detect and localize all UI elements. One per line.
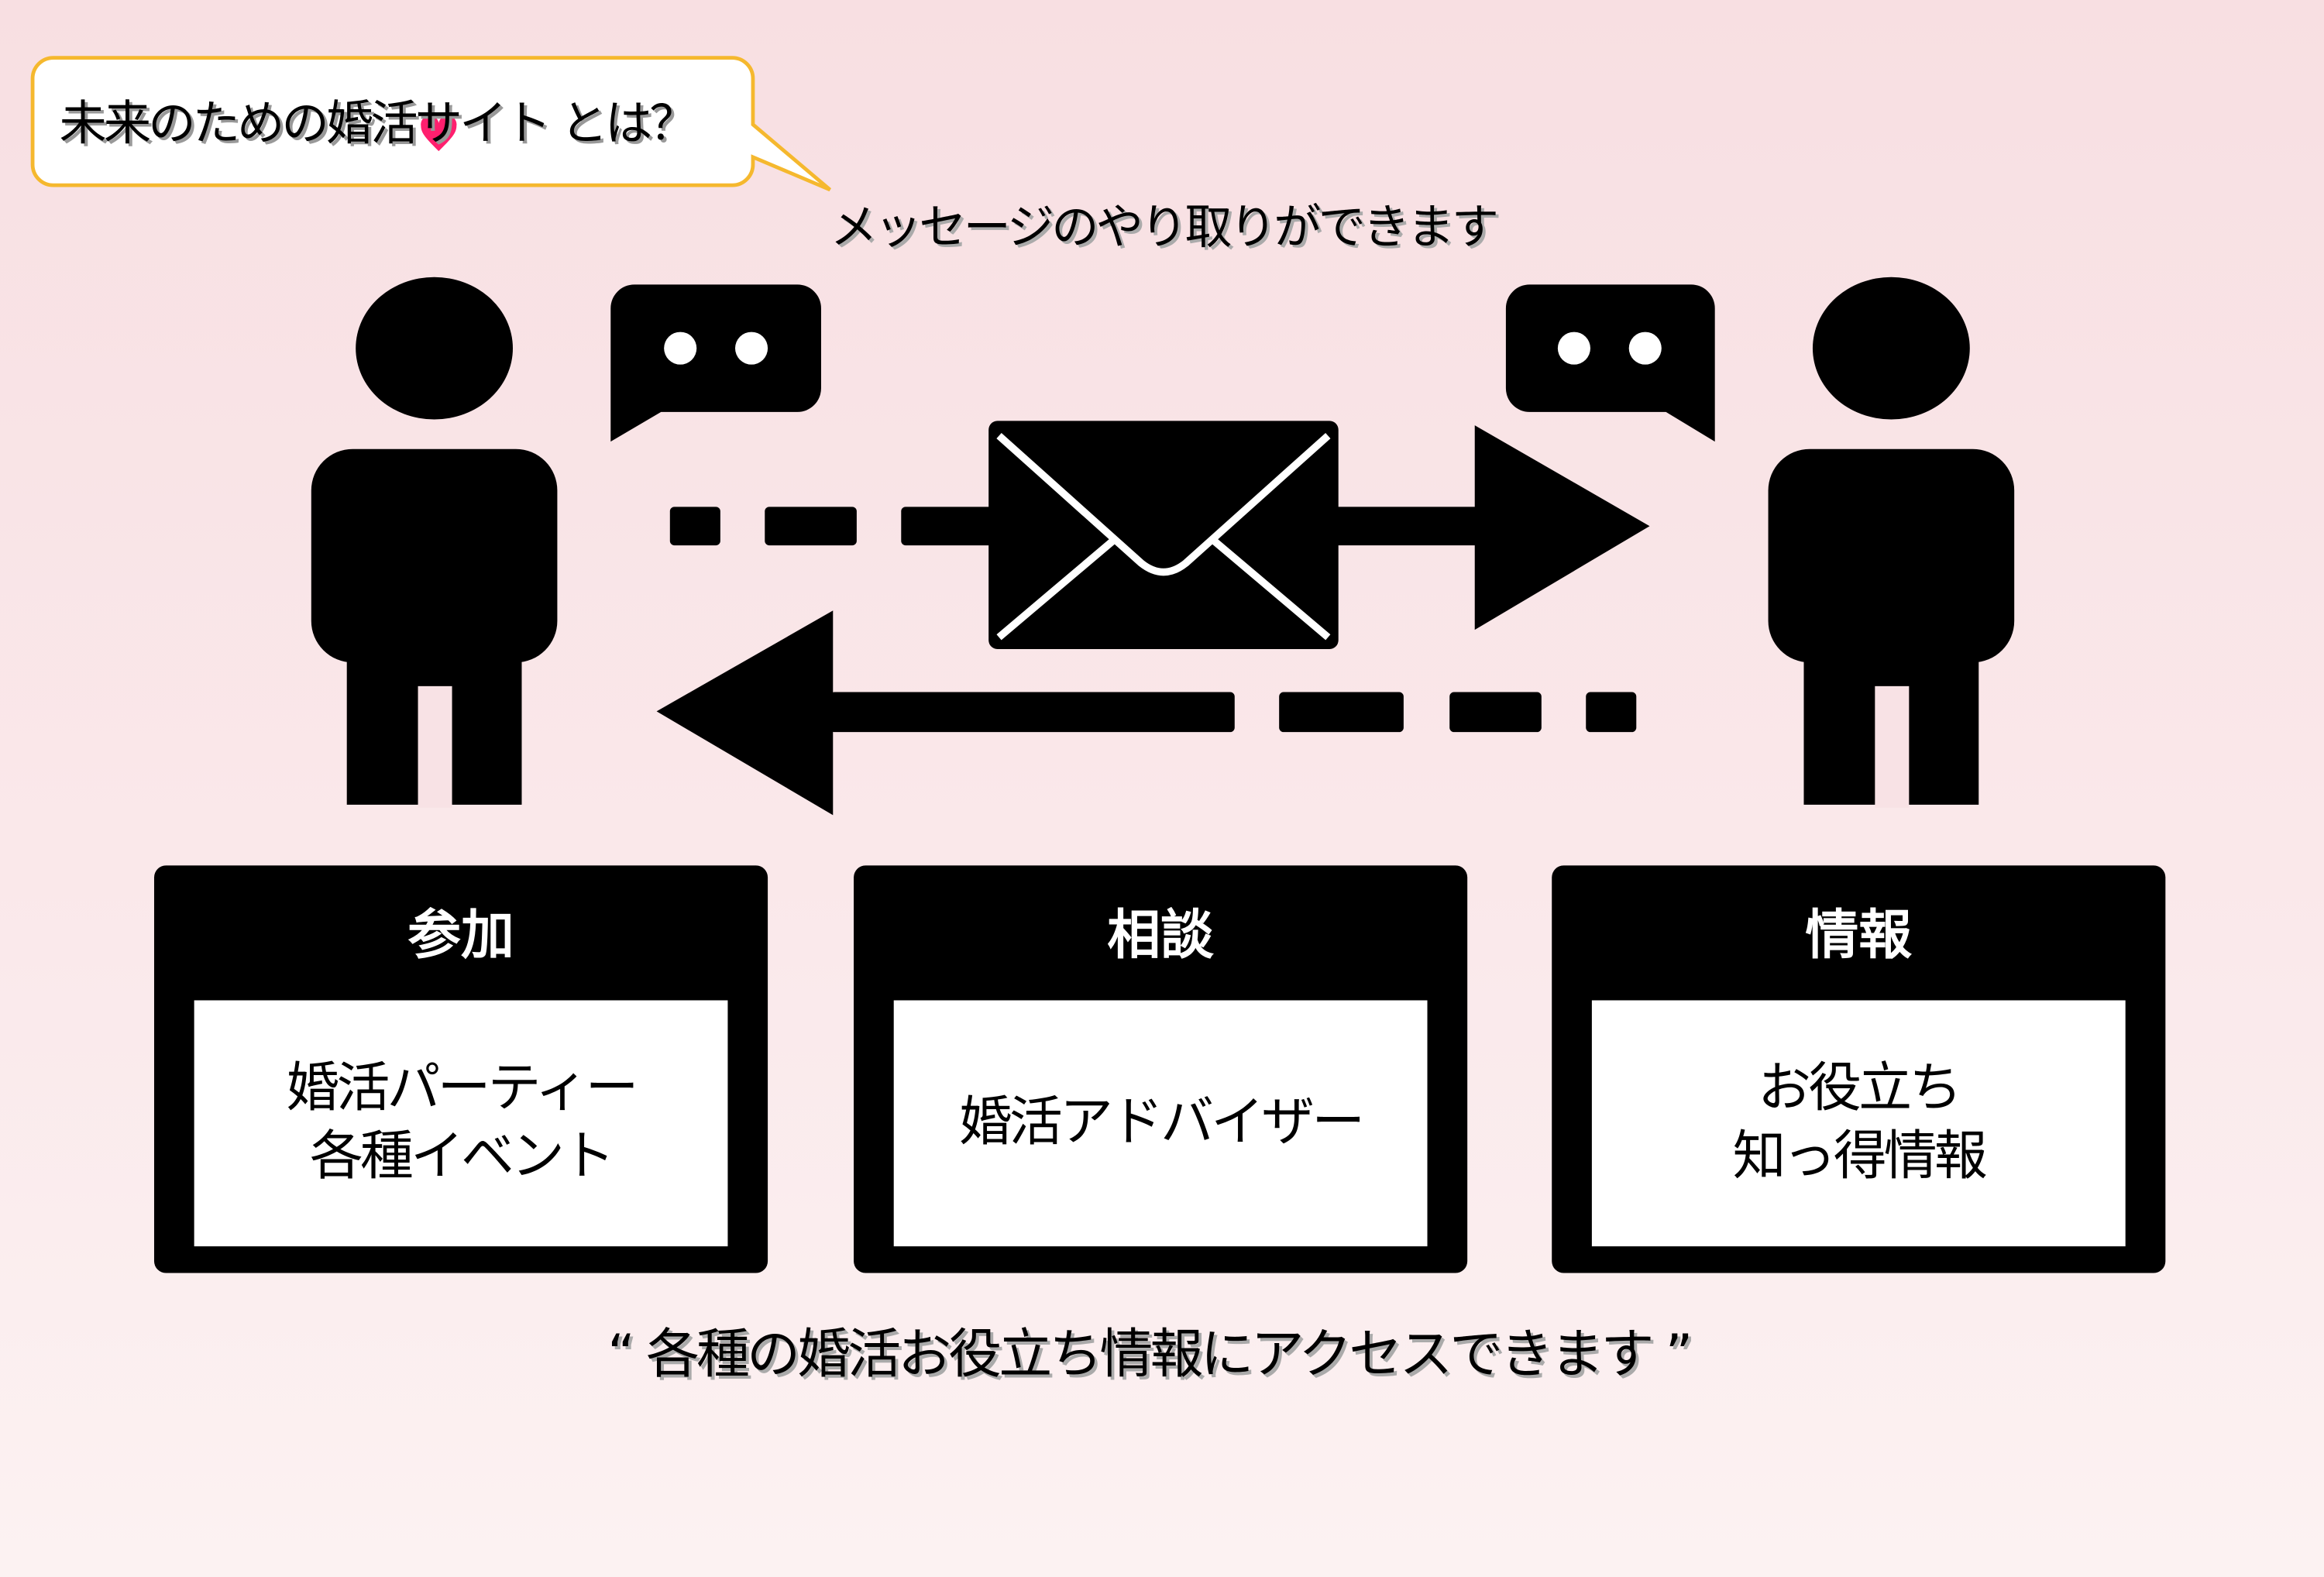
- card-information: 情報 お役立ち 知っ得情報: [1552, 865, 2166, 1273]
- card-line: 各種イベント: [309, 1126, 615, 1187]
- card-heading: 参加: [407, 905, 514, 967]
- card-line: お役立ち: [1758, 1058, 1962, 1119]
- card-line: 婚活アドバイザー: [958, 1092, 1365, 1153]
- envelope-icon: [988, 421, 1339, 650]
- heart-icon: [421, 115, 457, 152]
- card-line: 婚活パーティー: [286, 1058, 638, 1119]
- footer-quote: “ 各種の婚活お役立ち情報にアクセスできます ”: [607, 1324, 1693, 1386]
- card-body: 婚活アドバイザー: [893, 1000, 1428, 1247]
- card-heading: 情報: [1805, 905, 1913, 967]
- card-consultation: 相談 婚活アドバイザー: [854, 865, 1468, 1273]
- chat-bubble-left-icon: [610, 284, 821, 442]
- page-title: 未来のための婚活サイト とは？: [59, 94, 697, 152]
- arrow-right-icon: [669, 425, 1650, 630]
- message-caption: メッセージのやり取りができます: [830, 198, 1499, 256]
- card-heading: 相談: [1107, 905, 1214, 967]
- card-body: 婚活パーティー 各種イベント: [194, 1000, 728, 1247]
- card-participation: 参加 婚活パーティー 各種イベント: [153, 865, 768, 1273]
- card-line: 知っ得情報: [1732, 1126, 1988, 1187]
- card-body: お役立ち 知っ得情報: [1591, 1000, 2126, 1247]
- chat-bubble-right-icon: [1505, 284, 1715, 442]
- arrow-left-icon: [656, 610, 1637, 816]
